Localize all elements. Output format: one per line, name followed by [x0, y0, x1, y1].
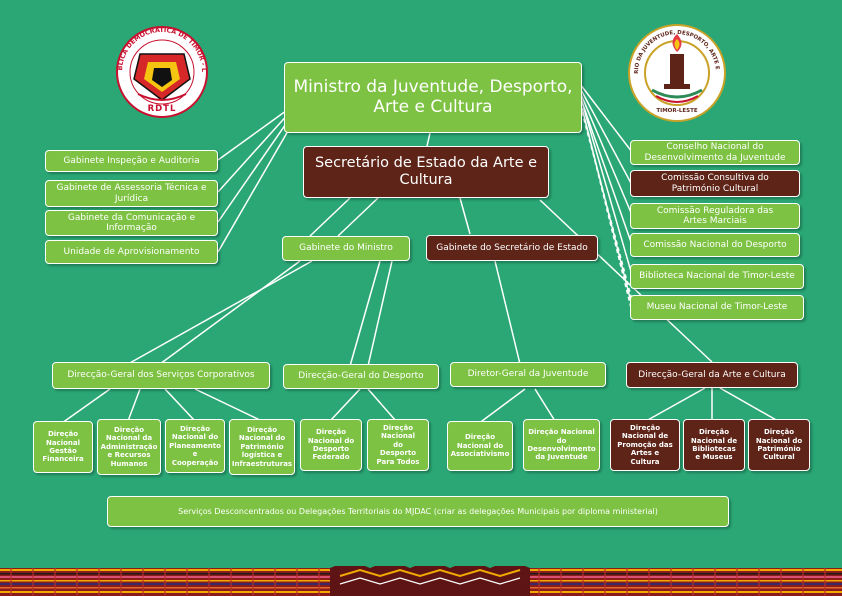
secretary-of-state-box[interactable]: Secretário de Estado da Arte e Cultura: [303, 146, 549, 198]
territorial-services-box[interactable]: Serviços Desconcentrados ou Delegações T…: [107, 496, 729, 527]
dn-arts-culture-promotion[interactable]: Direção Nacional de Promoção das Artes e…: [610, 419, 680, 471]
heritage-commission-box[interactable]: Comissão Consultiva do Património Cultur…: [630, 170, 800, 197]
dn-administration-hr[interactable]: Direção Nacional da Administração e Recu…: [97, 419, 161, 475]
martial-arts-commission-box[interactable]: Comissão Reguladora das Artes Marciais: [630, 203, 800, 229]
dn-patrimony-logistics[interactable]: Direção Nacional do Património logística…: [229, 419, 295, 475]
ministry-seal-bottom: TIMOR-LESTE: [656, 108, 698, 114]
sports-commission-box[interactable]: Comissão Nacional do Desporto: [630, 233, 800, 257]
communication-office[interactable]: Gabinete da Comunicação e Informação: [45, 210, 218, 236]
minister-cabinet-box[interactable]: Gabinete do Ministro: [282, 236, 410, 261]
dn-cultural-heritage[interactable]: Direção Nacional do Património Cultural: [748, 419, 810, 471]
dn-federated-sport[interactable]: Direção Nacional do Desporto Federado: [300, 419, 362, 471]
youth-council-box[interactable]: Conselho Nacional do Desenvolvimento da …: [630, 140, 800, 165]
minister-box[interactable]: Ministro da Juventude, Desporto, Arte e …: [284, 62, 582, 133]
ministry-seal: MINISTÉRIO DA JUVENTUDE, DESPORTO, ARTE …: [623, 16, 728, 124]
dn-libraries-museums[interactable]: Direção Nacional de Bibliotecas e Museus: [683, 419, 745, 471]
dg-arts-culture[interactable]: Direcção-Geral da Arte e Cultura: [626, 362, 798, 388]
rdtl-label: RDTL: [147, 104, 177, 114]
dg-sports[interactable]: Direcção-Geral do Desporto: [283, 364, 439, 389]
dn-sport-for-all[interactable]: Direção Nacional do Desporto Para Todos: [367, 419, 429, 471]
dg-corporate-services[interactable]: Direcção-Geral dos Serviços Corporativos: [52, 362, 270, 389]
secretary-cabinet-box[interactable]: Gabinete do Secretário de Estado: [426, 235, 598, 261]
dn-associativism[interactable]: Direção Nacional do Associativismo: [447, 421, 513, 471]
tais-textile-border: [0, 566, 842, 596]
inspection-audit-office[interactable]: Gabinete Inspeção e Auditoria: [45, 150, 218, 172]
rdtl-seal: REPÚBLICA DEMOCRÁTICA DE TIMOR - LESTE R…: [105, 17, 216, 124]
dn-youth-development[interactable]: Direção Nacional do Desenvolvimento da J…: [523, 419, 600, 471]
procurement-unit[interactable]: Unidade de Aprovisionamento: [45, 240, 218, 264]
national-library-box[interactable]: Biblioteca Nacional de Timor-Leste: [630, 264, 804, 289]
legal-advisory-office[interactable]: Gabinete de Assessoria Técnica e Jurídic…: [45, 180, 218, 207]
dg-youth[interactable]: Diretor-Geral da Juventude: [450, 362, 606, 387]
dn-planning-cooperation[interactable]: Direção Nacional do Planeamento e Cooper…: [165, 419, 225, 473]
national-museum-box[interactable]: Museu Nacional de Timor-Leste: [630, 295, 804, 320]
dn-financial-management[interactable]: Direção Nacional Gestão Financeira: [33, 421, 93, 473]
